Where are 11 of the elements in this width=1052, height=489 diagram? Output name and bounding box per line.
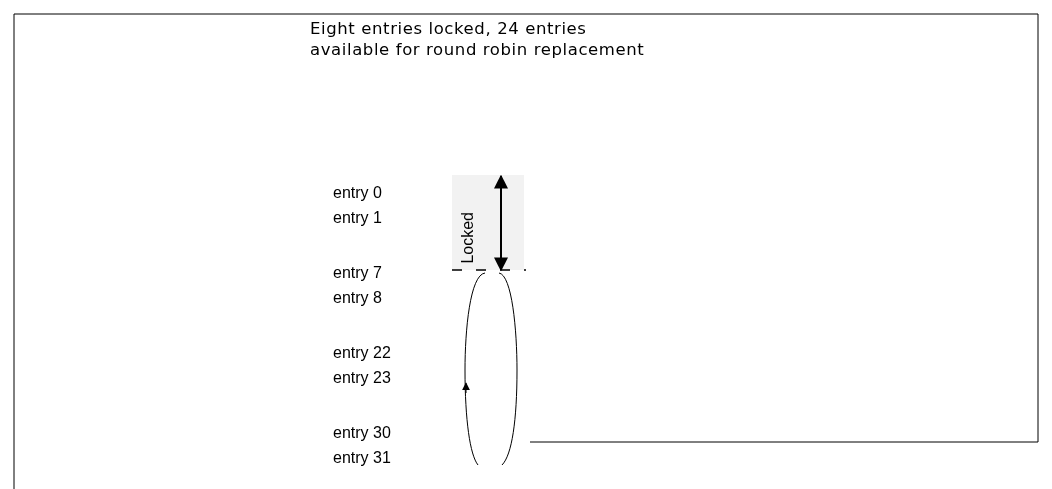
entry-label: entry 30 xyxy=(333,424,391,442)
entry-label: entry 1 xyxy=(333,209,382,227)
title-text: Eight entries locked, 24 entries available for round robin replacement xyxy=(310,18,646,60)
entry-label: entry 8 xyxy=(333,289,382,307)
entry-label: entry 0 xyxy=(333,184,382,202)
region-label: Locked xyxy=(459,212,477,264)
entry-label: entry 22 xyxy=(333,344,391,362)
entry-label: entry 23 xyxy=(333,369,391,387)
entry-label: entry 31 xyxy=(333,449,391,467)
locked-region xyxy=(452,175,524,270)
entry-label: entry 7 xyxy=(333,264,382,282)
